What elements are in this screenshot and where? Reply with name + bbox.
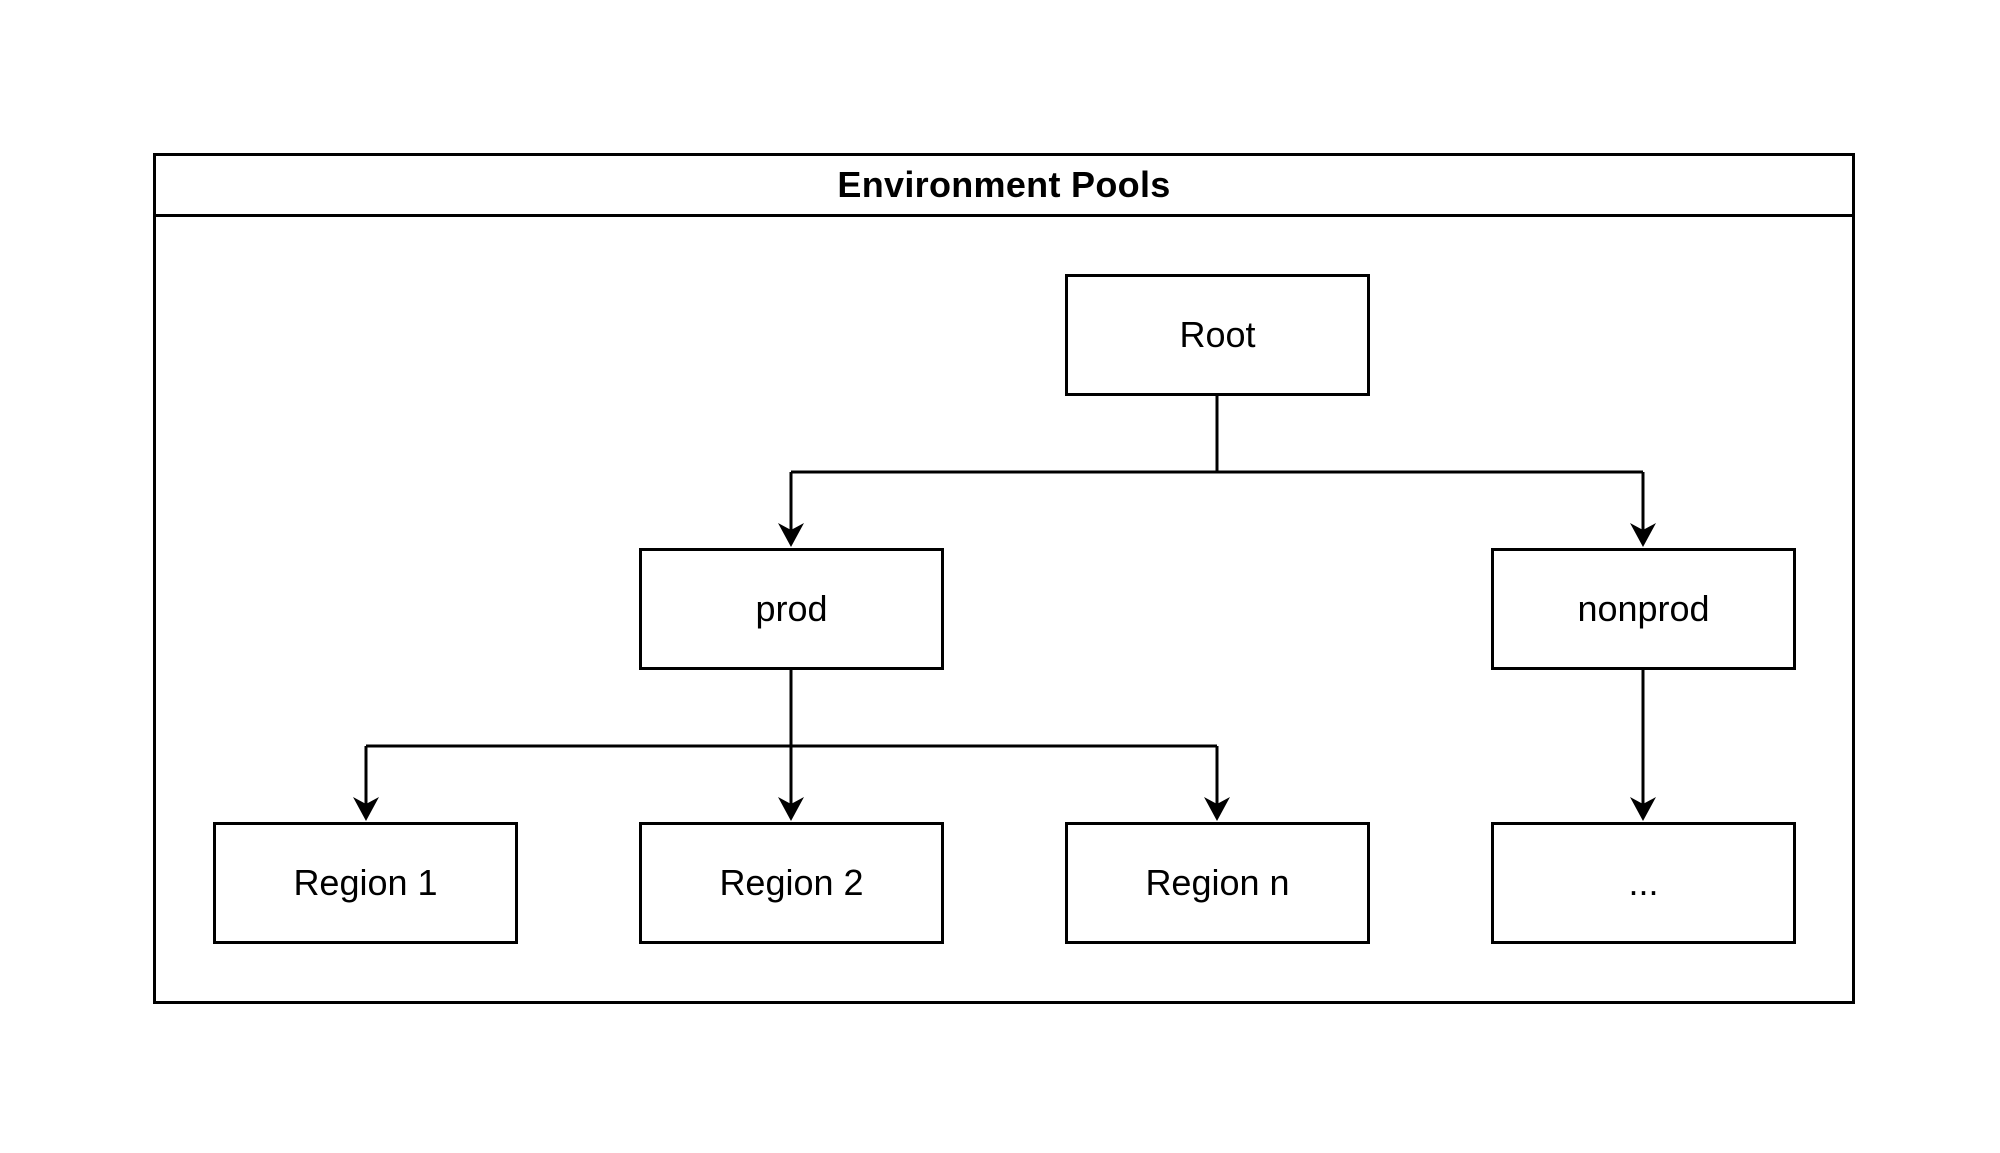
- node-region-1: Region 1: [213, 822, 518, 944]
- node-prod-label: prod: [755, 588, 828, 629]
- node-nonprod-label: nonprod: [1577, 588, 1710, 629]
- node-region-2-label: Region 2: [719, 862, 864, 903]
- node-region-n-label: Region n: [1145, 862, 1290, 903]
- node-ellipsis: ...: [1491, 822, 1796, 944]
- node-root: Root: [1065, 274, 1370, 396]
- container-header: Environment Pools: [156, 156, 1852, 217]
- node-region-n: Region n: [1065, 822, 1370, 944]
- node-region-1-label: Region 1: [293, 862, 438, 903]
- node-nonprod: nonprod: [1491, 548, 1796, 670]
- diagram-title: Environment Pools: [837, 164, 1171, 205]
- node-region-2: Region 2: [639, 822, 944, 944]
- node-root-label: Root: [1179, 314, 1256, 355]
- environment-pools-container: Environment Pools: [153, 153, 1855, 1004]
- node-prod: prod: [639, 548, 944, 670]
- node-ellipsis-label: ...: [1628, 862, 1659, 903]
